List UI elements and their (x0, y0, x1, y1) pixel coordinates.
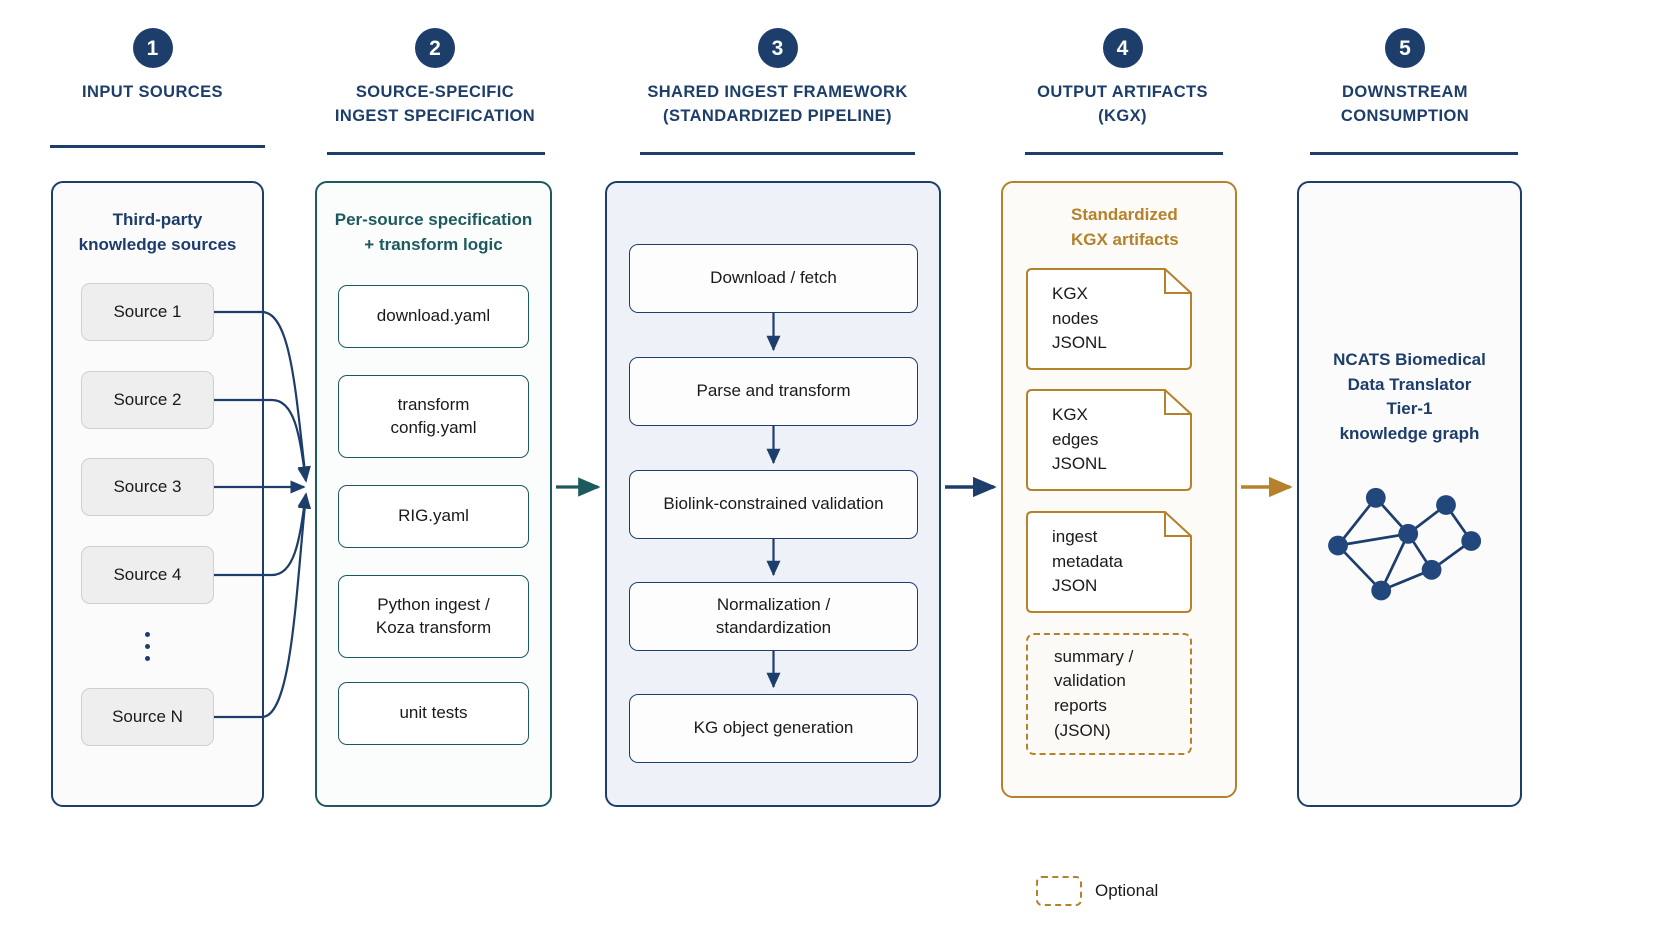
artifact-card-optional-reports[interactable]: summary / validation reports (JSON) (1026, 633, 1192, 755)
step-badge-3: 3 (757, 28, 798, 68)
source-box-3[interactable]: Source 3 (81, 458, 214, 516)
source-box-1[interactable]: Source 1 (81, 283, 214, 341)
panel-title-input-sources: Third-party knowledge sources (78, 210, 237, 254)
legend-dashed-swatch-icon (1036, 876, 1082, 906)
column-header-4: 4 OUTPUT ARTIFACTS (KGX) (1000, 28, 1245, 129)
panel-downstream-consumption (1297, 181, 1522, 807)
spec-box-rig-yaml[interactable]: RIG.yaml (338, 485, 529, 548)
step-badge-1: 1 (132, 28, 173, 68)
column-title-4: OUTPUT ARTIFACTS (KGX) (1037, 83, 1208, 125)
source-box-n[interactable]: Source N (81, 688, 214, 746)
artifact-card-kgx-nodes-label: KGX nodes JSONL (1052, 284, 1107, 353)
column-header-3: 3 SHARED INGEST FRAMEWORK (STANDARDIZED … (600, 28, 955, 129)
file-shape-icon (1026, 511, 1192, 613)
artifact-card-ingest-metadata-label: ingest metadata JSON (1052, 527, 1123, 596)
step-badge-2: 2 (415, 28, 455, 68)
knowledge-graph-illustration (1328, 487, 1482, 601)
pipeline-step-parse[interactable]: Parse and transform (629, 357, 918, 426)
column-header-5: 5 DOWNSTREAM CONSUMPTION (1290, 28, 1520, 129)
legend-optional-label: Optional (1095, 881, 1159, 900)
header-rule-4 (1025, 152, 1223, 155)
source-box-4[interactable]: Source 4 (81, 546, 214, 604)
panel-title-ingest-spec: Per-source specification + transform log… (334, 210, 533, 254)
pipeline-step-normalization[interactable]: Normalization / standardization (629, 582, 918, 651)
spec-box-python-ingest[interactable]: Python ingest / Koza transform (338, 575, 529, 658)
header-rule-2 (327, 152, 545, 155)
pipeline-step-kg-object-generation[interactable]: KG object generation (629, 694, 918, 763)
spec-box-unit-tests[interactable]: unit tests (338, 682, 529, 745)
file-shape-icon (1026, 389, 1192, 491)
ellipsis-icon (145, 632, 150, 661)
column-title-1: INPUT SOURCES (82, 83, 223, 101)
panel-title-output-artifacts: Standardized KGX artifacts (1071, 205, 1179, 249)
column-header-2: 2 SOURCE-SPECIFIC INGEST SPECIFICATION (310, 28, 560, 129)
step-badge-4: 4 (1102, 28, 1143, 68)
artifact-card-kgx-nodes[interactable]: KGX nodes JSONL (1026, 268, 1192, 370)
panel-title-downstream-consumption: NCATS Biomedical Data Translator Tier-1 … (1333, 350, 1486, 443)
spec-box-download-yaml[interactable]: download.yaml (338, 285, 529, 348)
column-header-1: 1 INPUT SOURCES (25, 28, 280, 105)
column-title-5: DOWNSTREAM CONSUMPTION (1340, 83, 1470, 125)
column-title-2: SOURCE-SPECIFIC INGEST SPECIFICATION (334, 83, 536, 125)
step-badge-5: 5 (1385, 28, 1425, 68)
header-rule-5 (1310, 152, 1518, 155)
source-box-2[interactable]: Source 2 (81, 371, 214, 429)
file-shape-icon (1026, 268, 1192, 370)
legend-optional: Optional (1036, 876, 1158, 906)
pipeline-step-validation[interactable]: Biolink-constrained validation (629, 470, 918, 539)
column-title-3: SHARED INGEST FRAMEWORK (STANDARDIZED PI… (647, 83, 908, 125)
pipeline-step-download[interactable]: Download / fetch (629, 244, 918, 313)
artifact-card-kgx-edges-label: KGX edges JSONL (1052, 405, 1107, 474)
artifact-card-kgx-edges[interactable]: KGX edges JSONL (1026, 389, 1192, 491)
header-rule-1 (50, 145, 265, 148)
spec-box-transform-config-yaml[interactable]: transform config.yaml (338, 375, 529, 458)
header-rule-3 (640, 152, 915, 155)
artifact-card-ingest-metadata[interactable]: ingest metadata JSON (1026, 511, 1192, 613)
